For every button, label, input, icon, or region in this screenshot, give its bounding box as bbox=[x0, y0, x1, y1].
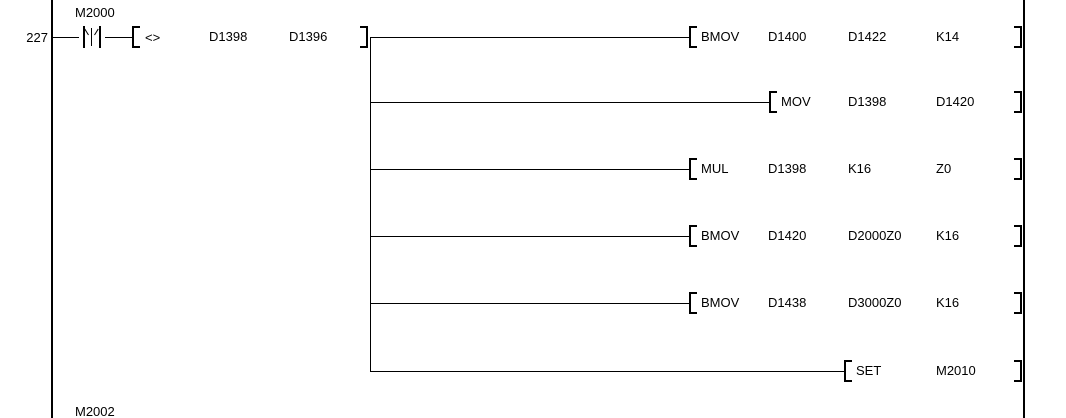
row-3-operand-1[interactable]: D1398 bbox=[768, 161, 807, 176]
row-3-wire bbox=[370, 169, 691, 170]
row-2-bracket-close bbox=[1014, 91, 1022, 113]
row-1-bracket-open bbox=[689, 26, 697, 48]
row-4-bracket-open bbox=[689, 225, 697, 247]
row-5-bracket-close bbox=[1014, 292, 1022, 314]
row-1-bracket-close bbox=[1014, 26, 1022, 48]
row-5-instruction[interactable]: BMOV bbox=[701, 295, 740, 310]
row-4-operand-2[interactable]: D2000Z0 bbox=[848, 228, 902, 243]
contact-right-bar bbox=[99, 26, 101, 48]
row-4-operand-3[interactable]: K16 bbox=[936, 228, 960, 243]
row-1-operand-3[interactable]: K14 bbox=[936, 29, 960, 44]
row-3-operand-2[interactable]: K16 bbox=[848, 161, 872, 176]
wire-contact-to-compare bbox=[105, 37, 132, 38]
branch-bus-vertical-wire bbox=[370, 37, 371, 372]
row-2-operand-2[interactable]: D1420 bbox=[936, 94, 975, 109]
contact-device-label-m2000: M2000 bbox=[75, 5, 115, 20]
compare-bracket-close bbox=[360, 26, 368, 48]
next-rung-device-label-m2002: M2002 bbox=[75, 404, 115, 418]
wire-rail-to-contact bbox=[53, 37, 79, 38]
row-2-bracket-open bbox=[769, 91, 777, 113]
row-5-bracket-open bbox=[689, 292, 697, 314]
rising-edge-arrow-head-right bbox=[94, 28, 99, 36]
compare-operand-2[interactable]: D1396 bbox=[289, 29, 328, 44]
row-6-bracket-close bbox=[1014, 360, 1022, 382]
row-1-operand-2[interactable]: D1422 bbox=[848, 29, 887, 44]
row-4-bracket-close bbox=[1014, 225, 1022, 247]
row-6-bracket-open bbox=[844, 360, 852, 382]
compare-bracket-open bbox=[132, 26, 140, 48]
row-2-operand-1[interactable]: D1398 bbox=[848, 94, 887, 109]
contact-left-bar bbox=[83, 26, 85, 48]
row-4-instruction[interactable]: BMOV bbox=[701, 228, 740, 243]
row-3-instruction[interactable]: MUL bbox=[701, 161, 729, 176]
compare-operator[interactable]: <> bbox=[145, 30, 161, 45]
row-5-wire bbox=[370, 303, 691, 304]
row-1-wire bbox=[370, 37, 691, 38]
compare-operand-1[interactable]: D1398 bbox=[209, 29, 248, 44]
row-3-operand-3[interactable]: Z0 bbox=[936, 161, 952, 176]
row-2-instruction[interactable]: MOV bbox=[781, 94, 811, 109]
row-3-bracket-close bbox=[1014, 158, 1022, 180]
row-5-operand-1[interactable]: D1438 bbox=[768, 295, 807, 310]
rising-edge-contact-m2000[interactable] bbox=[79, 26, 105, 48]
row-1-operand-1[interactable]: D1400 bbox=[768, 29, 807, 44]
rising-edge-arrow-icon bbox=[91, 28, 92, 46]
row-1-instruction[interactable]: BMOV bbox=[701, 29, 740, 44]
rising-edge-arrow-head-left bbox=[84, 28, 89, 36]
right-power-rail bbox=[1023, 0, 1025, 418]
row-5-operand-2[interactable]: D3000Z0 bbox=[848, 295, 902, 310]
left-power-rail bbox=[51, 0, 53, 418]
row-5-operand-3[interactable]: K16 bbox=[936, 295, 960, 310]
row-6-wire bbox=[370, 371, 846, 372]
row-4-operand-1[interactable]: D1420 bbox=[768, 228, 807, 243]
row-6-operand-1[interactable]: M2010 bbox=[936, 363, 976, 378]
row-3-bracket-open bbox=[689, 158, 697, 180]
row-6-instruction[interactable]: SET bbox=[856, 363, 882, 378]
row-4-wire bbox=[370, 236, 691, 237]
row-2-wire bbox=[370, 102, 771, 103]
step-number: 227 bbox=[26, 30, 48, 45]
